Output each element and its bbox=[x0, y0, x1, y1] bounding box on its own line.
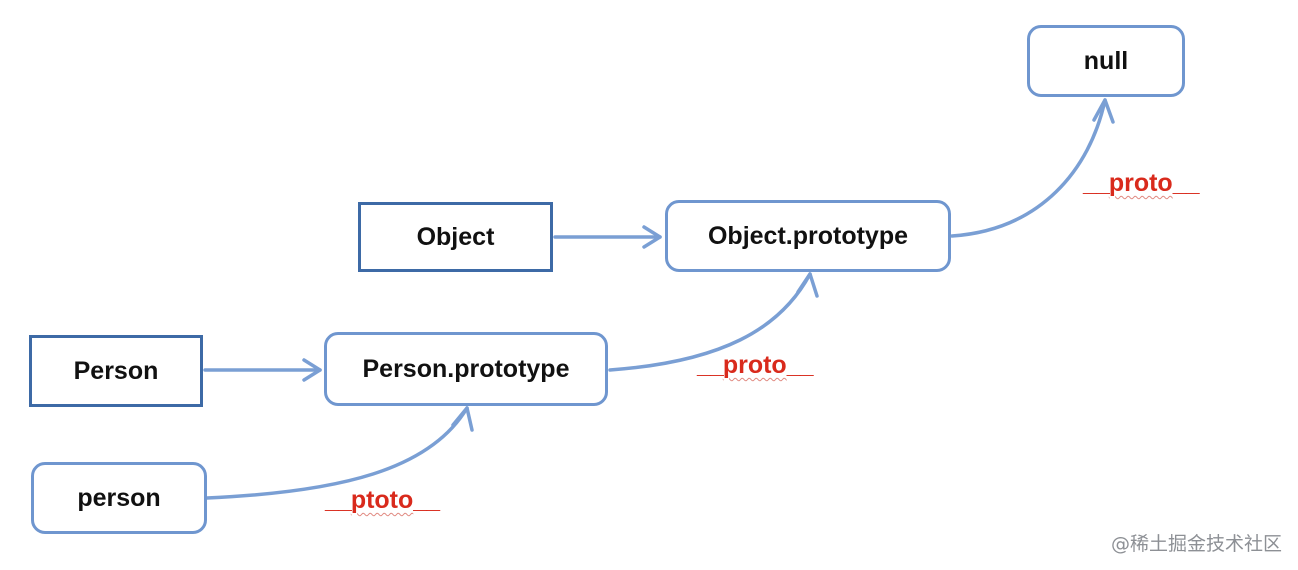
node-person-prototype: Person.prototype bbox=[324, 332, 608, 406]
node-object-prototype: Object.prototype bbox=[665, 200, 951, 272]
arrowhead-person-prototype-to-object-prototype bbox=[796, 272, 819, 298]
arrowhead-object-to-object-prototype bbox=[642, 225, 662, 249]
node-object: Object bbox=[358, 202, 553, 272]
label-proto-object-prototype-to-null: __proto__ bbox=[1083, 169, 1199, 197]
arrowhead-person-ctor-to-person-prototype bbox=[302, 358, 322, 382]
arrowhead-person-to-person-prototype bbox=[451, 406, 474, 432]
node-person-instance: person bbox=[31, 462, 207, 534]
arrow-person-prototype-to-object-prototype bbox=[608, 272, 812, 372]
arrowhead-object-prototype-to-null bbox=[1092, 98, 1115, 124]
arrow-object-prototype-to-null bbox=[950, 98, 1107, 238]
label-ptoto-person-to-person-prototype: __ptoto__ bbox=[325, 486, 440, 514]
label-proto-person-prototype-to-object-prototype: __proto__ bbox=[697, 351, 813, 379]
watermark-text: @稀土掘金技术社区 bbox=[1110, 533, 1282, 555]
node-null: null bbox=[1027, 25, 1185, 97]
node-person-constructor: Person bbox=[29, 335, 203, 407]
arrow-person-to-person-prototype bbox=[205, 406, 469, 500]
